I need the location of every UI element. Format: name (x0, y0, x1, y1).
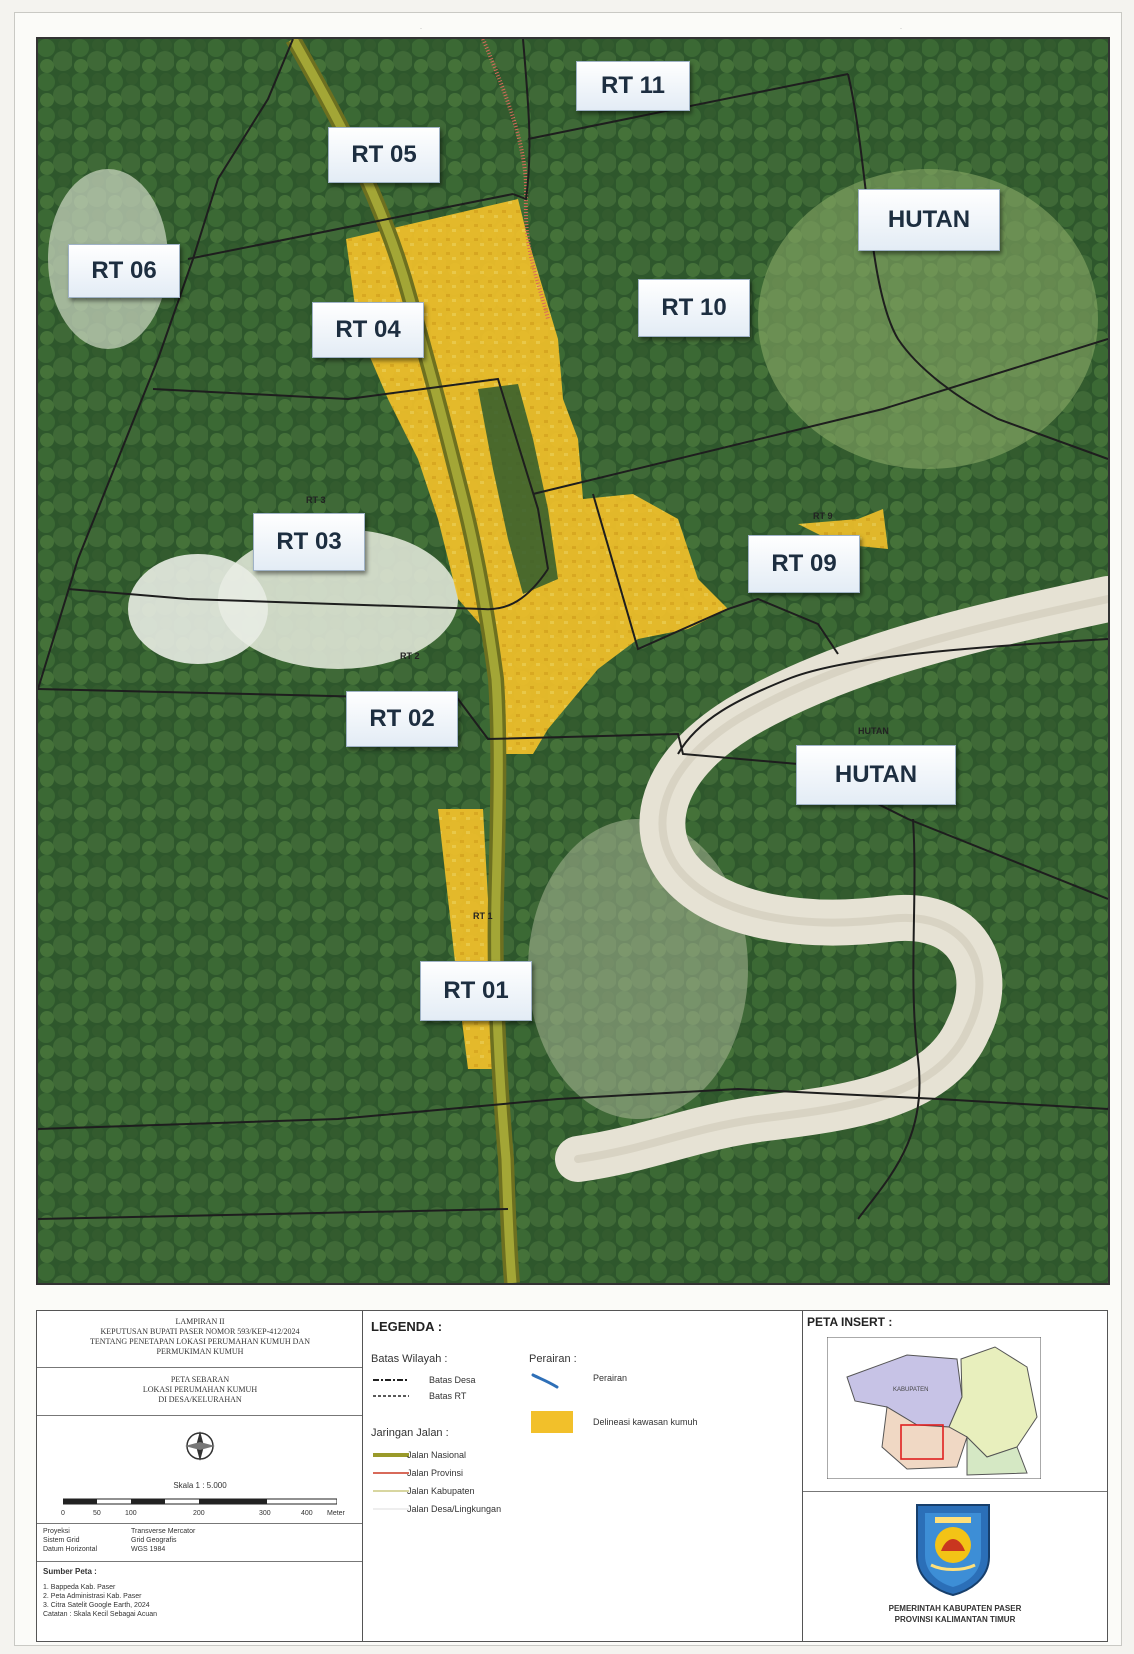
legend-village-boundary: Batas Desa (429, 1375, 476, 1385)
frame-tick: · (900, 26, 902, 32)
small-label-rt-2: RT 2 (400, 651, 420, 661)
decree-title: LAMPIRAN II KEPUTUSAN BUPATI PASER NOMOR… (90, 1317, 310, 1356)
map-subtitle: PETA SEBARAN LOKASI PERUMAHAN KUMUH DI D… (142, 1375, 258, 1404)
label-rt-02: RT 02 (346, 691, 458, 747)
label-rt-06: RT 06 (68, 244, 180, 298)
source-list: 1. Bappeda Kab. Paser 2. Peta Administra… (43, 1584, 158, 1618)
title-panel: LAMPIRAN II KEPUTUSAN BUPATI PASER NOMOR… (36, 1310, 364, 1642)
scale-text: Skala 1 : 5.000 (173, 1481, 227, 1490)
frame-tick: · (420, 26, 422, 32)
legend-national-road: Jalan Nasional (407, 1450, 467, 1460)
insert-map: KABUPATEN (827, 1337, 1041, 1479)
small-label-rt-1: RT 1 (473, 911, 493, 921)
small-label-hutan: HUTAN (858, 726, 889, 736)
label-hutan-north: HUTAN (858, 189, 1000, 251)
legend-rt-boundary: Batas RT (429, 1391, 467, 1401)
label-hutan-east: HUTAN (796, 745, 956, 805)
small-label-rt-3: RT 3 (306, 495, 326, 505)
legend-water: Perairan (593, 1373, 628, 1383)
forest-patch (478, 384, 558, 594)
source-title: Sumber Peta : (43, 1567, 97, 1576)
boundary-heading: Batas Wilayah : (371, 1353, 448, 1365)
rt-boundaries (38, 39, 1108, 1220)
projection-info: Proyeksi Sistem Grid Datum Horizontal (43, 1528, 98, 1553)
legend-province-road: Jalan Provinsi (407, 1468, 464, 1478)
legend-heading: LEGENDA : (371, 1319, 443, 1334)
province-road (481, 39, 550, 320)
label-rt-11: RT 11 (576, 61, 690, 111)
settlement-swatch (531, 1411, 573, 1433)
legend-village-road: Jalan Desa/Lingkungan (407, 1504, 502, 1514)
projection-values: Transverse Mercator Grid Geografis WGS 1… (131, 1528, 196, 1553)
scale-bar (63, 1498, 337, 1505)
label-rt-09: RT 09 (748, 535, 860, 593)
label-rt-01: RT 01 (420, 961, 532, 1021)
water-heading: Perairan : (529, 1353, 577, 1365)
insert-panel: PETA INSERT : KABUPATEN PEMERINTAH KABUP… (802, 1310, 1108, 1642)
label-rt-10: RT 10 (638, 279, 750, 337)
boundary-symbols (373, 1379, 409, 1397)
cleared-area (128, 554, 268, 664)
legend-settlement: Delineasi kawasan kumuh (593, 1417, 698, 1427)
label-rt-05: RT 05 (328, 127, 440, 183)
legend-regency-road: Jalan Kabupaten (407, 1486, 475, 1496)
government-caption: PEMERINTAH KABUPATEN PASER PROVINSI KALI… (888, 1604, 1022, 1624)
road-symbols (373, 1453, 409, 1510)
small-label-rt-9: RT 9 (813, 511, 833, 521)
regency-logo (916, 1504, 990, 1597)
cleared-area (758, 169, 1098, 469)
road-heading: Jaringan Jalan : (371, 1427, 449, 1439)
legend-panel: LEGENDA : Batas Wilayah : Batas Desa Bat… (362, 1310, 804, 1642)
settlement-area (798, 509, 888, 549)
north-arrow-icon (185, 1431, 215, 1461)
satellite-map[interactable]: RT 11 RT 05 HUTAN RT 06 RT 10 RT 04 RT 0… (36, 37, 1110, 1285)
river-symbol-icon (531, 1373, 559, 1389)
label-rt-03: RT 03 (253, 513, 365, 571)
cleared-area (528, 819, 748, 1119)
insert-heading: PETA INSERT : (807, 1315, 893, 1329)
label-rt-04: RT 04 (312, 302, 424, 358)
insert-region-label: KABUPATEN (893, 1387, 928, 1393)
